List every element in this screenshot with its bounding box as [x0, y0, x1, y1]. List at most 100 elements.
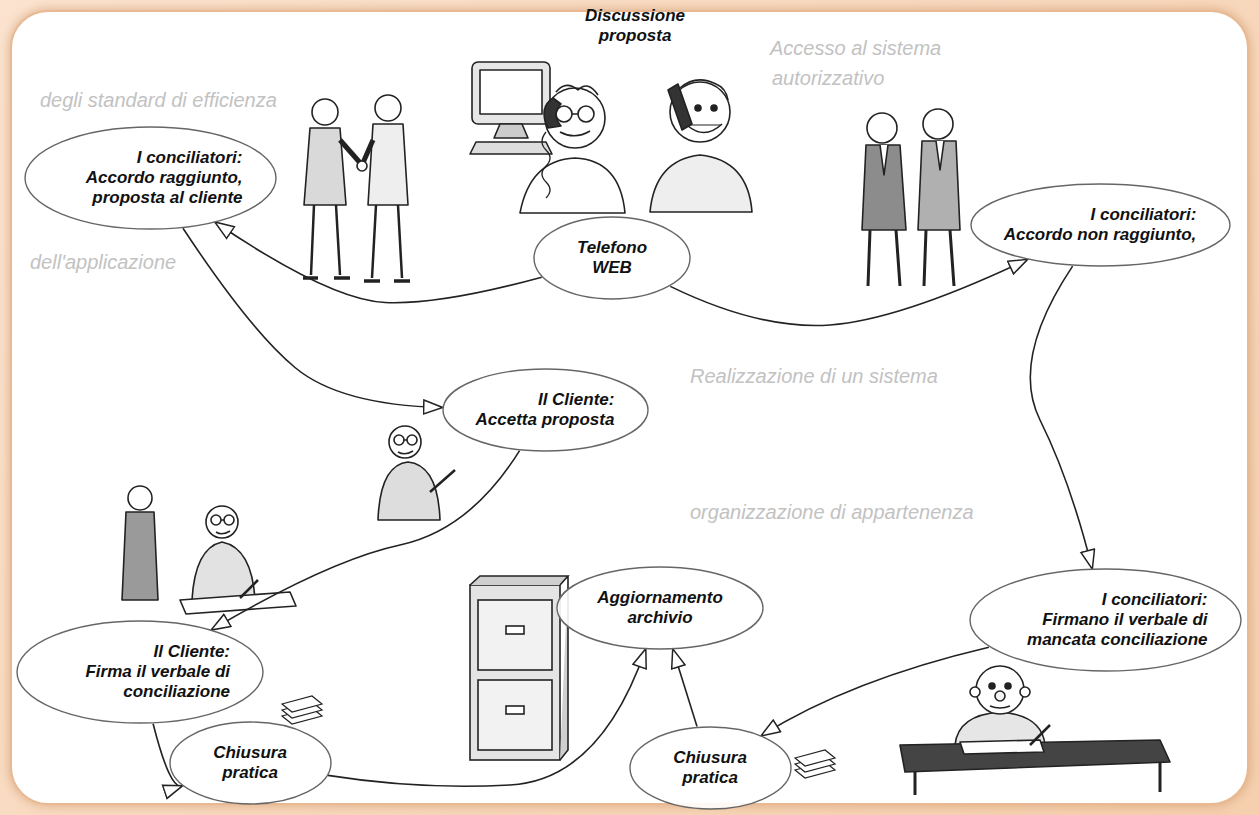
handshake-figures — [368, 124, 408, 205]
arguing-figures — [923, 109, 953, 139]
desk-figure — [1020, 687, 1030, 697]
node-text-block: I conciliatori:Accordo non raggiunto, — [1004, 205, 1197, 245]
desk-figure — [1005, 683, 1011, 689]
flow-arrow — [216, 223, 542, 303]
handshake-figures — [304, 128, 346, 205]
ellipse-outline — [970, 569, 1241, 671]
arguing-figures — [862, 109, 960, 286]
phone-figures — [472, 62, 550, 124]
archive-cabinet — [470, 576, 568, 760]
ellipse-node: I conciliatori:Accordo raggiunto, propos… — [24, 126, 277, 230]
ellipse-node: Il Cliente:Firma il verbale di conciliaz… — [16, 620, 264, 724]
phone-figures — [545, 88, 605, 148]
phone-figures — [470, 62, 752, 213]
archive-cabinet — [478, 600, 552, 670]
ellipse-node: Aggiornamento archivio — [556, 566, 764, 650]
phone-figures — [711, 105, 717, 111]
phone-figures — [650, 155, 752, 212]
ellipse-node: Chiusura pratica — [629, 726, 792, 810]
signing-figures — [128, 486, 152, 510]
node-text-block: Chiusura pratica — [663, 748, 758, 788]
faint-text: degli standard di efficienza — [40, 88, 277, 112]
ellipse-outline — [534, 217, 690, 299]
archive-cabinet — [506, 626, 524, 634]
arguing-figures — [924, 230, 954, 286]
flow-arrow — [212, 451, 520, 630]
desk-figure — [900, 666, 1170, 795]
phone-figures — [690, 125, 720, 126]
node-heading: Il Cliente: — [153, 642, 230, 662]
signing-figures — [211, 515, 221, 525]
paper-stack — [795, 750, 835, 766]
signing-figures — [122, 486, 296, 614]
client-figure — [430, 470, 455, 492]
flow-arrow — [670, 260, 1027, 326]
handshake-figures — [375, 95, 401, 121]
node-text: Firmano il verbale di mancata conciliazi… — [1003, 610, 1208, 650]
client-figure — [378, 426, 455, 520]
faint-text: autorizzativo — [772, 66, 884, 90]
handshake-figures — [357, 161, 367, 171]
desk-figure — [989, 683, 995, 689]
archive-cabinet — [506, 706, 524, 714]
arguing-figures — [936, 141, 944, 170]
signing-figures — [216, 520, 230, 534]
phone-figures — [556, 85, 598, 95]
node-heading: I conciliatori: — [1091, 205, 1197, 225]
handshake-figures — [311, 205, 340, 275]
phone-figures — [542, 132, 550, 198]
client-figure — [389, 426, 421, 458]
phone-figures — [680, 80, 728, 100]
handshake-figures — [364, 279, 410, 283]
flow-arrow — [673, 650, 697, 727]
flow-arrow — [183, 228, 442, 407]
ellipse-outline — [557, 567, 763, 649]
node-text-block: Aggiornamento archivio — [590, 588, 730, 628]
node-text: Accordo raggiunto, proposta al cliente — [58, 168, 243, 208]
signing-figures — [240, 580, 258, 598]
phone-figures — [480, 70, 542, 114]
faint-text: Realizzazione di un sistema — [690, 364, 938, 388]
ellipse-node: I conciliatori:Accordo non raggiunto, — [970, 183, 1231, 267]
ellipse-outline — [971, 184, 1230, 266]
phone-figures — [695, 105, 701, 111]
signing-figures — [180, 592, 296, 614]
desk-figure — [1030, 725, 1050, 745]
arguing-figures — [918, 141, 960, 230]
node-text-block: I conciliatori:Firmano il verbale di man… — [1003, 590, 1208, 650]
phone-figures — [560, 114, 590, 136]
node-text: Aggiornamento archivio — [590, 588, 730, 628]
node-heading: I conciliatori: — [137, 148, 243, 168]
node-text: Firma il verbale di conciliazione — [50, 662, 230, 702]
flow-arrow — [1030, 266, 1092, 568]
desk-figure — [976, 666, 1024, 714]
signing-figures — [206, 506, 238, 538]
flow-arrow — [328, 650, 646, 787]
faint-text: Accesso al sistema — [770, 36, 941, 60]
desk-figure — [995, 691, 1005, 701]
handshake-figures — [372, 205, 402, 278]
client-figure — [394, 435, 404, 445]
desk-figure — [900, 740, 1170, 772]
node-text-block: Il Cliente:Firma il verbale di conciliaz… — [50, 642, 230, 702]
phone-figures — [688, 124, 722, 133]
node-text-block: Il Cliente:Accetta proposta — [476, 390, 615, 430]
ellipse-outline — [630, 727, 791, 809]
signing-figures — [122, 512, 158, 600]
ellipse-node: Telefono WEB — [533, 216, 691, 300]
arguing-figures — [880, 145, 888, 175]
desk-figure — [915, 762, 1160, 795]
node-text: Chiusura pratica — [203, 743, 298, 783]
arguing-figures — [868, 230, 900, 286]
faint-text: dell'applicazione — [30, 250, 176, 274]
arguing-figures — [862, 145, 906, 230]
archive-cabinet — [478, 680, 552, 750]
node-text: Accetta proposta — [476, 410, 615, 430]
paper-stack — [282, 696, 322, 712]
ellipse-node: Chiusura pratica — [169, 721, 332, 805]
desk-figure — [990, 706, 1010, 708]
node-heading: Il Cliente: — [538, 390, 615, 410]
ellipse-outline — [17, 621, 263, 723]
